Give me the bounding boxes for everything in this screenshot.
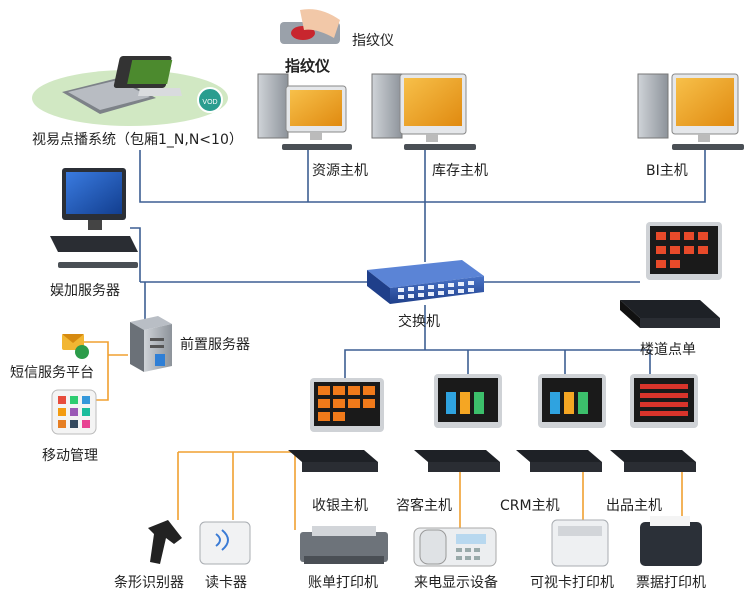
bill-printer-device (300, 526, 388, 564)
vod-system-label: 视易点播系统（包厢1_N,N<10） (32, 132, 243, 148)
barcode-scanner-device (148, 520, 182, 564)
crm-host-label: CRM主机 (500, 498, 560, 514)
peripheral-lines (82, 341, 683, 530)
cashier-host-label: 收银主机 (312, 498, 368, 514)
switch-label: 交换机 (398, 314, 440, 330)
fingerprint-reader (280, 9, 340, 44)
ticket-printer-label: 票据打印机 (636, 575, 706, 591)
inventory-host-computer (371, 73, 476, 150)
mobile-management-icon (51, 389, 97, 435)
caller-id-label: 来电显示设备 (414, 575, 498, 591)
visual-card-printer-label: 可视卡打印机 (530, 575, 614, 591)
consult-terminal (414, 374, 502, 472)
card-reader-label: 读卡器 (205, 575, 247, 591)
fingerprint-label-top: 指纹仪 (352, 33, 394, 49)
resource-host-computer (257, 73, 352, 150)
barcode-scanner-label: 条形识别器 (114, 575, 184, 591)
consult-host-label: 咨客主机 (396, 498, 452, 514)
entertainment-server-device (50, 168, 138, 268)
vod-system: VOD (32, 56, 228, 126)
sms-platform-icon (62, 334, 89, 359)
ticket-printer-device (640, 516, 702, 566)
bi-host-computer (637, 73, 744, 150)
output-host-label: 出品主机 (606, 498, 662, 514)
bi-host-label: BI主机 (646, 163, 688, 179)
network-switch (367, 260, 484, 304)
card-reader-device (199, 521, 251, 565)
floor-order-terminal (620, 222, 722, 328)
inventory-host-label: 库存主机 (432, 163, 488, 179)
caller-id-device (413, 527, 497, 567)
sms-platform-label: 短信服务平台 (10, 365, 94, 381)
bill-printer-label: 账单打印机 (308, 575, 378, 591)
fingerprint-label-bottom: 指纹仪 (285, 57, 331, 75)
entertainment-server-label: 娱加服务器 (50, 283, 120, 299)
cashier-terminal (288, 378, 384, 472)
resource-host-label: 资源主机 (312, 163, 368, 179)
svg-text:VOD: VOD (202, 99, 217, 106)
front-server-tower (130, 316, 172, 372)
mobile-management-label: 移动管理 (42, 448, 98, 464)
front-server-label: 前置服务器 (180, 337, 250, 353)
crm-terminal (516, 374, 606, 472)
lan-lines (130, 150, 706, 385)
floor-order-label: 楼道点单 (640, 342, 696, 358)
visual-card-printer-device (551, 519, 609, 567)
output-terminal (610, 374, 698, 472)
